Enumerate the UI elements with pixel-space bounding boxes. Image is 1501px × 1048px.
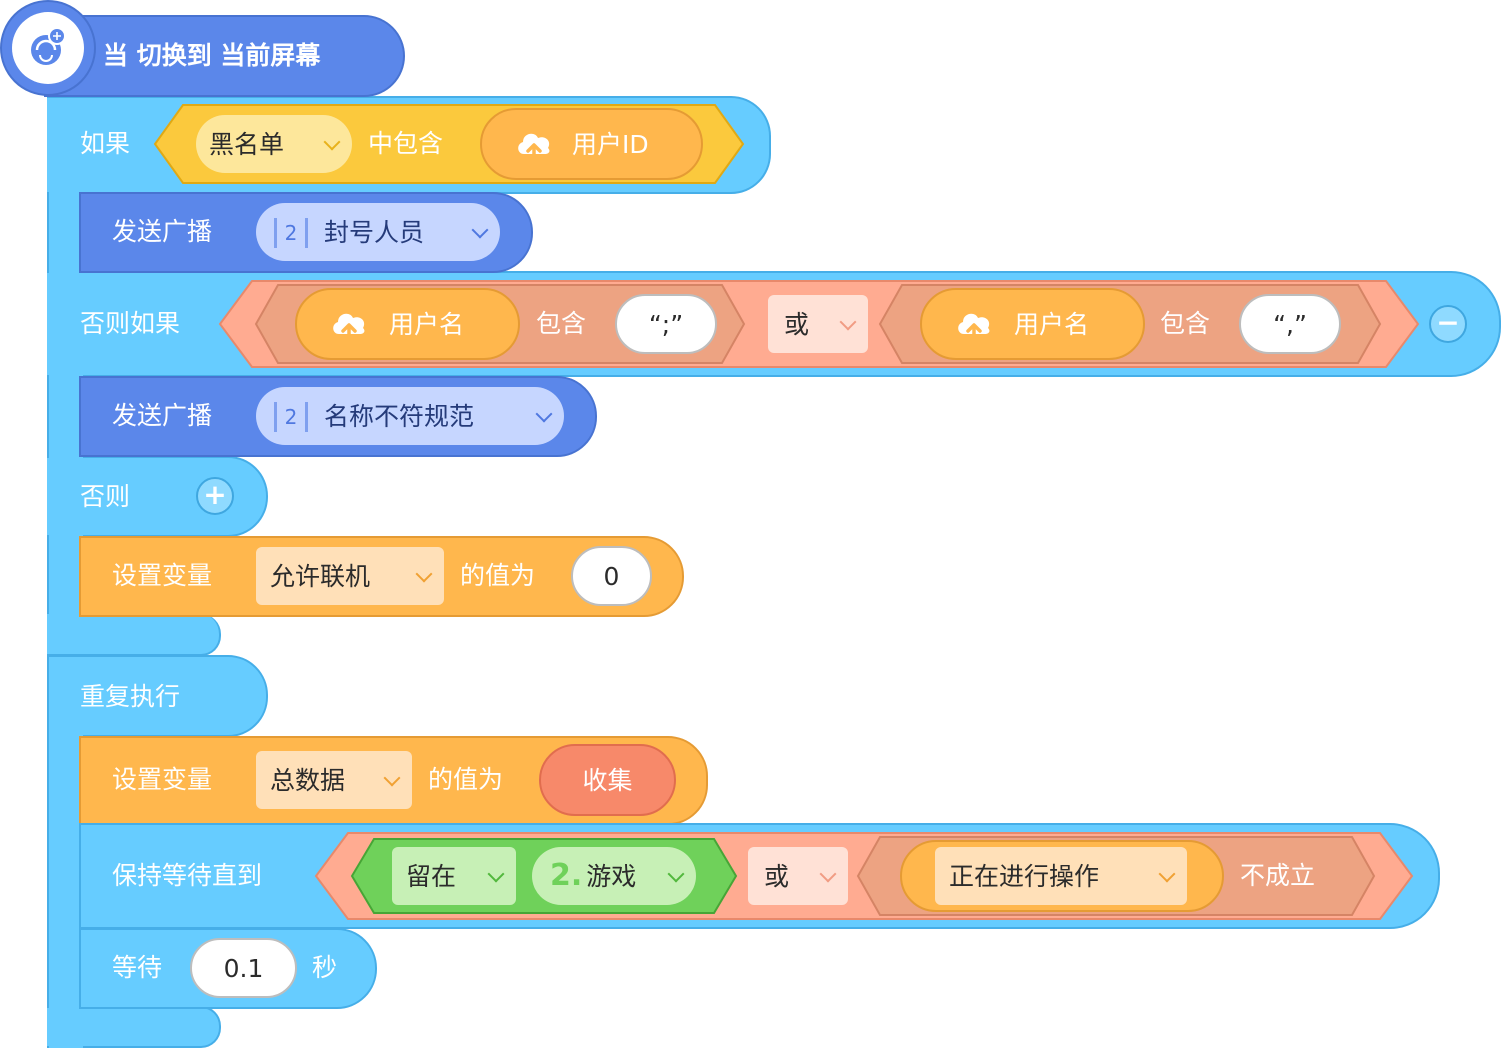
- hat-body[interactable]: [44, 15, 405, 97]
- cloud-upload-icon: [333, 313, 365, 341]
- broadcast-message-1: 封号人员: [324, 218, 425, 247]
- comma-input[interactable]: “,”: [1239, 294, 1341, 354]
- stay-label: 留在: [406, 861, 457, 891]
- username-reporter-2[interactable]: 用户名: [920, 288, 1145, 360]
- collect-reporter[interactable]: 收集: [539, 744, 676, 816]
- chevron-down-icon: [1158, 865, 1176, 883]
- collect-label: 收集: [582, 766, 633, 795]
- user-id-label: 用户ID: [572, 130, 649, 159]
- minus-icon[interactable]: −: [1429, 305, 1467, 343]
- username-label-2: 用户名: [1014, 310, 1090, 339]
- contains-label-2: 包含: [1160, 309, 1211, 338]
- wait-label: 等待: [112, 953, 163, 982]
- cloud-upload-icon: [518, 133, 550, 161]
- plus-icon[interactable]: +: [196, 477, 234, 515]
- set-variable-label-2: 设置变量: [112, 765, 213, 794]
- chevron-down-icon: [383, 769, 401, 787]
- operating-label: 正在进行操作: [949, 861, 1100, 891]
- wait-until-label: 保持等待直到: [112, 861, 263, 890]
- list-badge-icon: 2: [274, 402, 308, 432]
- list-badge-icon: 2: [274, 218, 308, 248]
- chevron-down-icon: [535, 405, 553, 423]
- contains-label: 中包含: [368, 129, 444, 158]
- blacklist-dropdown[interactable]: 黑名单: [196, 115, 352, 173]
- broadcast-label-1: 发送广播: [112, 217, 213, 246]
- chevron-down-icon: [471, 221, 489, 239]
- broadcast-globe-icon: [31, 27, 66, 65]
- blacklist-dropdown-label: 黑名单: [209, 129, 285, 159]
- total-data-label: 总数据: [270, 765, 346, 795]
- forever-label: 重复执行: [80, 682, 181, 711]
- semicolon-value: “;”: [648, 310, 684, 339]
- forever-header[interactable]: [47, 655, 268, 737]
- screen-name: 游戏: [586, 861, 637, 891]
- if-label: 如果: [80, 129, 131, 158]
- or-dropdown-1[interactable]: 或: [768, 295, 868, 353]
- username-reporter-1[interactable]: 用户名: [295, 288, 520, 360]
- user-id-reporter[interactable]: 用户ID: [480, 108, 703, 180]
- broadcast-label-2: 发送广播: [112, 401, 213, 430]
- screen-number: 2.: [550, 858, 583, 893]
- allow-online-label: 允许联机: [270, 561, 371, 591]
- or-label-2: 或: [764, 861, 790, 891]
- else-label: 否则: [80, 482, 131, 511]
- stay-dropdown[interactable]: 留在: [392, 847, 516, 905]
- username-label-1: 用户名: [389, 310, 465, 339]
- allow-online-dropdown[interactable]: 允许联机: [256, 547, 444, 605]
- not-label: 不成立: [1240, 861, 1316, 890]
- chevron-down-icon: [667, 865, 685, 883]
- or-dropdown-2[interactable]: 或: [748, 847, 848, 905]
- hat-label: 当 切换到 当前屏幕: [103, 41, 321, 70]
- allow-online-value: 0: [603, 562, 620, 591]
- or-label-1: 或: [784, 309, 810, 339]
- chevron-down-icon: [819, 865, 837, 883]
- contains-label-1: 包含: [536, 309, 587, 338]
- screen-dropdown[interactable]: 2. 游戏: [532, 847, 696, 905]
- value-is-label-1: 的值为: [460, 561, 536, 590]
- cloud-upload-icon: [958, 313, 990, 341]
- broadcast-message-2: 名称不符规范: [324, 402, 475, 431]
- comma-value: “,”: [1273, 310, 1307, 339]
- operating-dropdown[interactable]: 正在进行操作: [935, 847, 1187, 905]
- forever-spine-filler: [49, 657, 83, 1048]
- wait-seconds-input[interactable]: 0.1: [190, 938, 297, 998]
- set-variable-label-1: 设置变量: [112, 561, 213, 590]
- value-is-label-2: 的值为: [428, 765, 504, 794]
- elif-label: 否则如果: [80, 309, 181, 338]
- spine-filler: [49, 98, 83, 654]
- chevron-down-icon: [487, 865, 505, 883]
- chevron-down-icon: [415, 565, 433, 583]
- chevron-down-icon: [323, 133, 341, 151]
- semicolon-input[interactable]: “;”: [615, 294, 717, 354]
- seconds-label: 秒: [312, 953, 338, 982]
- broadcast-message-dropdown-2[interactable]: 2 名称不符规范: [256, 387, 564, 445]
- wait-seconds-value: 0.1: [223, 954, 264, 983]
- chevron-down-icon: [839, 313, 857, 331]
- allow-online-value-input[interactable]: 0: [571, 546, 652, 606]
- broadcast-message-dropdown-1[interactable]: 2 封号人员: [256, 203, 500, 261]
- total-data-dropdown[interactable]: 总数据: [256, 751, 412, 809]
